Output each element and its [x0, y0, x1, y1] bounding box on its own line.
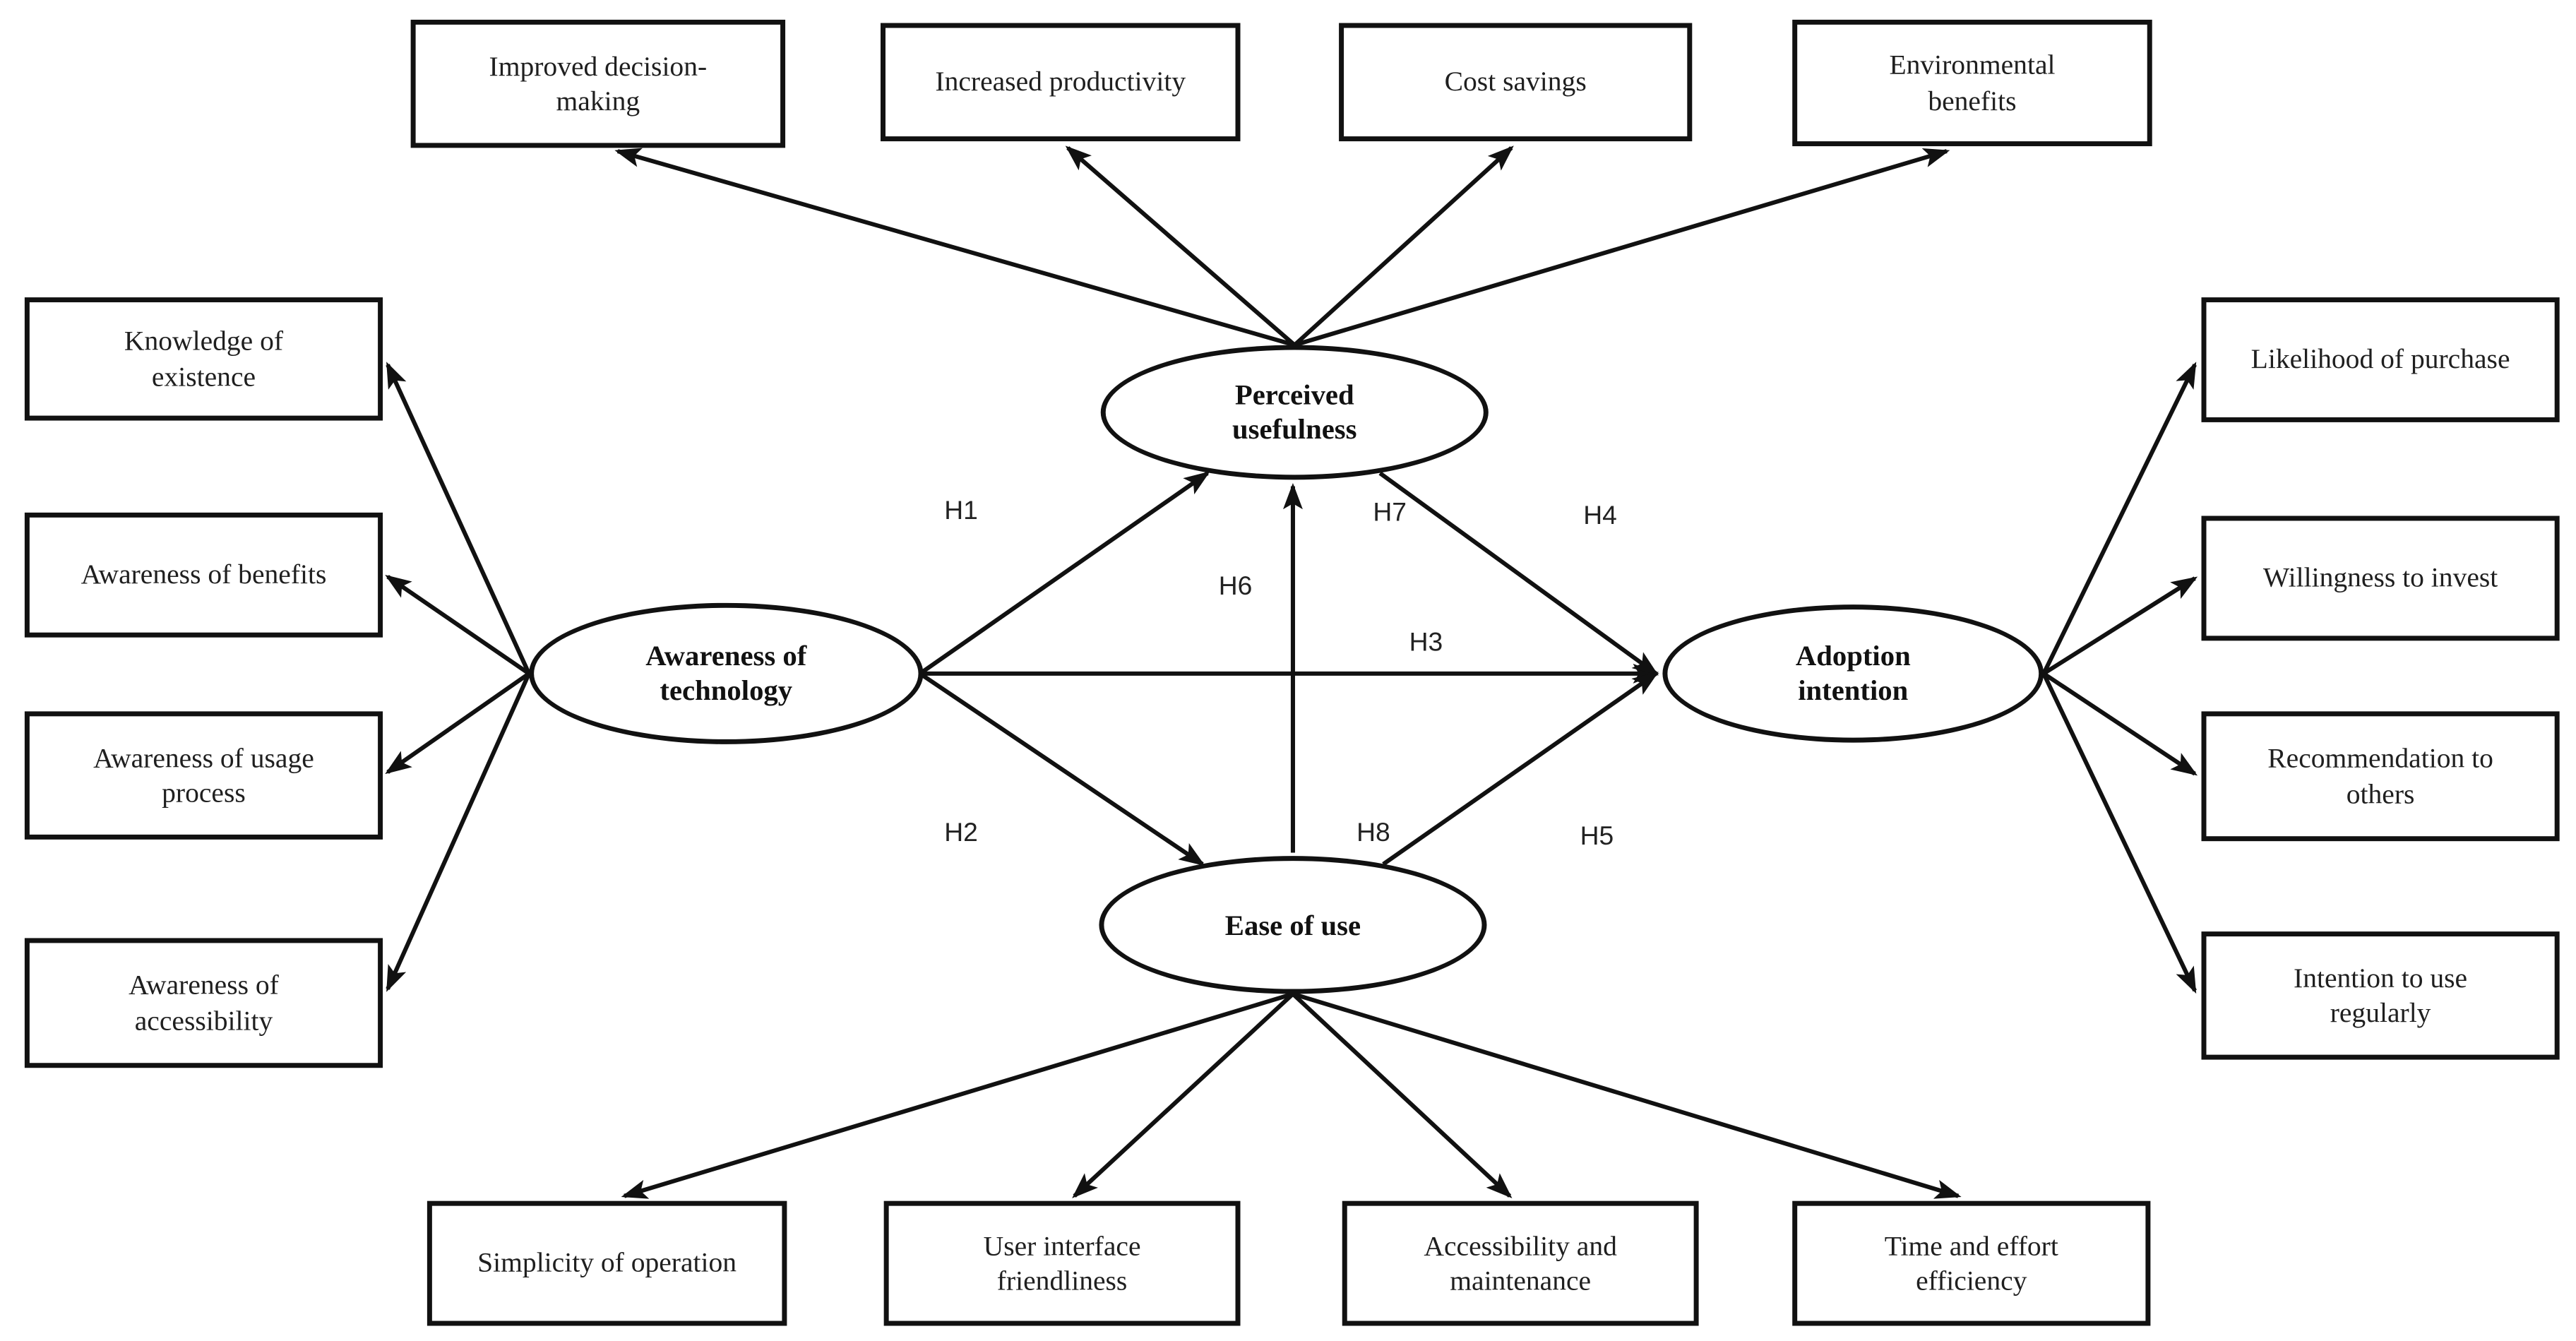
arrow-pu-to-increased-productivity [1065, 145, 1296, 347]
arrow-ai-to-intention-to-use-regularly [2041, 672, 2197, 994]
hypothesis-label-h6: H6 [1218, 573, 1253, 602]
arrow-h1-awareness-to-usefulness [919, 471, 1210, 676]
indicator-recommendation-to-others: Recommendation to others [2201, 711, 2560, 842]
indicator-accessibility-and-maintenance: Accessibility and maintenance [1342, 1200, 1699, 1326]
latent-perceived-usefulness: Perceived usefulness [1100, 345, 1489, 480]
arrow-aot-to-awareness-of-accessibility [386, 672, 531, 992]
arrow-pu-to-improved-decision-making [614, 148, 1296, 347]
arrow-h2-awareness-to-easeofuse [919, 672, 1205, 866]
hypothesis-label-h5: H5 [1580, 823, 1614, 852]
arrow-pu-to-cost-savings [1293, 145, 1514, 347]
arrow-aot-to-knowledge-of-existence [386, 362, 531, 675]
arrow-aot-to-awareness-of-benefits [385, 574, 530, 676]
latent-awareness-of-technology: Awareness of technology [529, 602, 924, 744]
arrow-ai-to-willingness-to-invest [2042, 576, 2198, 676]
indicator-willingness-to-invest: Willingness to invest [2201, 515, 2560, 641]
indicator-time-and-effort-efficiency: Time and effort efficiency [1792, 1200, 2151, 1326]
hypothesis-label-h7: H7 [1373, 499, 1407, 528]
hypothesis-label-h4: H4 [1583, 502, 1617, 531]
indicator-improved-decision-making: Improved decision- making [410, 19, 786, 148]
indicator-cost-savings: Cost savings [1339, 23, 1693, 142]
indicator-environmental-benefits: Environmental benefits [1792, 19, 2152, 147]
arrow-eou-to-time-and-effort-efficiency [1292, 991, 1962, 1199]
arrow-pu-to-environmental-benefits [1294, 148, 1950, 347]
arrow-eou-to-accessibility-and-maintenance [1291, 992, 1513, 1198]
arrow-ai-to-recommendation-to-others [2042, 672, 2198, 776]
hypothesis-label-h2: H2 [944, 819, 978, 848]
indicator-awareness-of-usage-process: Awareness of usage process [24, 711, 383, 840]
indicator-awareness-of-benefits: Awareness of benefits [24, 512, 383, 638]
arrow-ai-to-likelihood-of-purchase [2041, 362, 2197, 675]
indicator-awareness-of-accessibility: Awareness of accessibility [24, 938, 383, 1068]
arrow-h5-easeofuse-to-adoption [1382, 672, 1659, 866]
arrow-eou-to-simplicity-of-operation [621, 991, 1294, 1199]
indicator-intention-to-use-regularly: Intention to use regularly [2201, 931, 2560, 1060]
arrow-h4-usefulness-to-adoption [1378, 471, 1659, 676]
arrow-aot-to-awareness-of-usage-process [385, 672, 530, 775]
hypothesis-label-h1: H1 [944, 497, 978, 526]
indicator-user-interface-friendliness: User interface friendliness [883, 1200, 1241, 1326]
hypothesis-label-h3: H3 [1409, 629, 1443, 657]
arrow-eou-to-user-interface-friendliness [1072, 992, 1295, 1198]
indicator-simplicity-of-operation: Simplicity of operation [427, 1200, 787, 1326]
indicator-likelihood-of-purchase: Likelihood of purchase [2201, 297, 2560, 422]
hypothesis-label-h8: H8 [1356, 819, 1390, 848]
indicator-increased-productivity: Increased productivity [881, 23, 1241, 142]
latent-ease-of-use: Ease of use [1099, 856, 1487, 994]
indicator-knowledge-of-existence: Knowledge of existence [24, 297, 383, 421]
latent-adoption-intention: Adoption intention [1662, 604, 2044, 743]
